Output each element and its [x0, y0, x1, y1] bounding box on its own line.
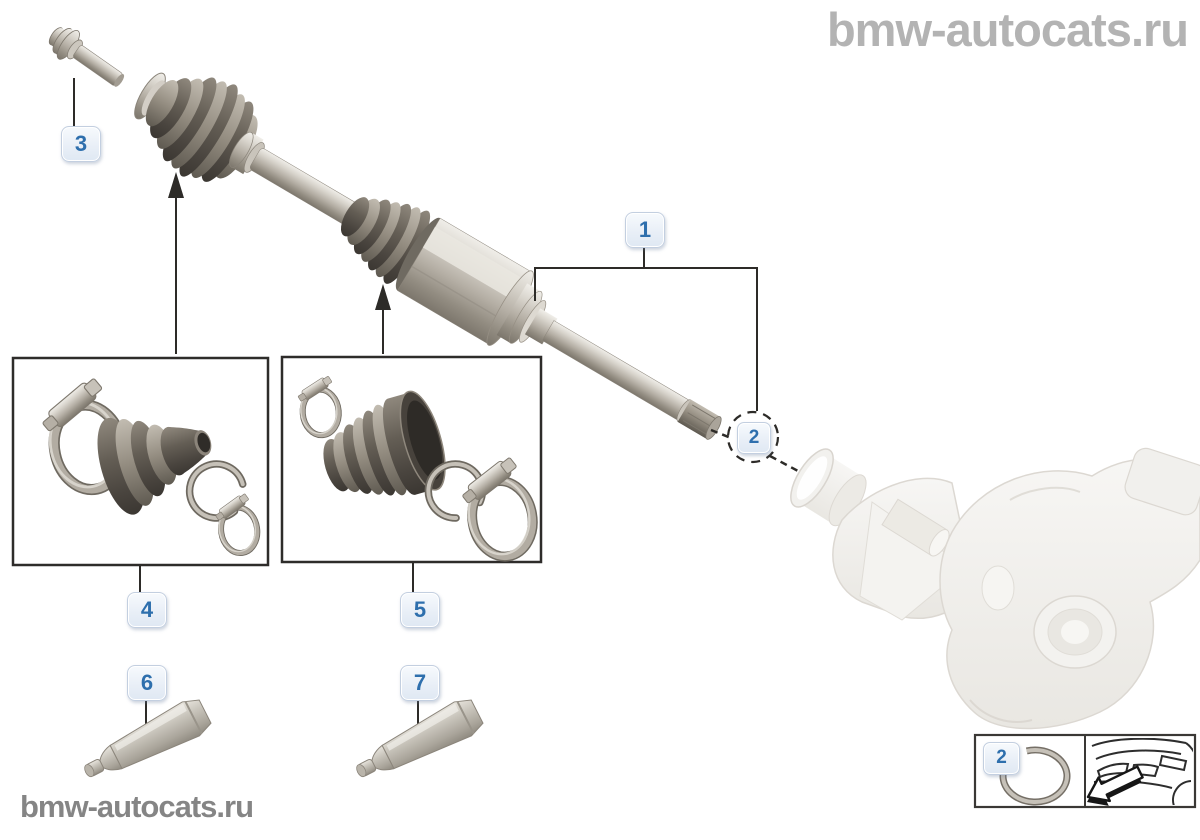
- arrowhead-item5: [375, 284, 391, 310]
- kit5-cv-boot: [323, 390, 446, 496]
- legend-callout-2[interactable]: 2: [983, 742, 1020, 775]
- axle-shaft-long: [541, 320, 722, 440]
- callout-5[interactable]: 5: [400, 592, 440, 628]
- legend-snap-ring: [999, 746, 1071, 806]
- inner-cv-boot: [340, 197, 431, 284]
- differential-ghost: [790, 447, 1200, 730]
- outer-cv-boot: [145, 77, 265, 182]
- callout-2[interactable]: 2: [737, 422, 771, 454]
- kit4-cv-boot: [97, 417, 212, 515]
- dashed-leader-2-to-flange: [769, 454, 799, 473]
- dashed-leader-shaft-to-2: [710, 428, 732, 440]
- arrowhead-item4: [168, 172, 184, 198]
- dashed-circle-item2: [726, 410, 780, 464]
- bracket-item1: [534, 267, 758, 411]
- callout-4[interactable]: 4: [127, 592, 167, 628]
- callout-7[interactable]: 7: [400, 665, 440, 701]
- watermark-top-right: bmw-autocats.ru: [826, 3, 1189, 56]
- callout-1[interactable]: 1: [625, 212, 665, 248]
- axle-bolt: [48, 27, 125, 87]
- watermark-bottom-left: bmw-autocats.ru: [20, 789, 254, 824]
- inner-cv-joint-housing: [395, 217, 558, 346]
- legend-direction-arrow: [1086, 765, 1144, 806]
- callout-6[interactable]: 6: [127, 665, 167, 701]
- callout-3[interactable]: 3: [61, 126, 101, 162]
